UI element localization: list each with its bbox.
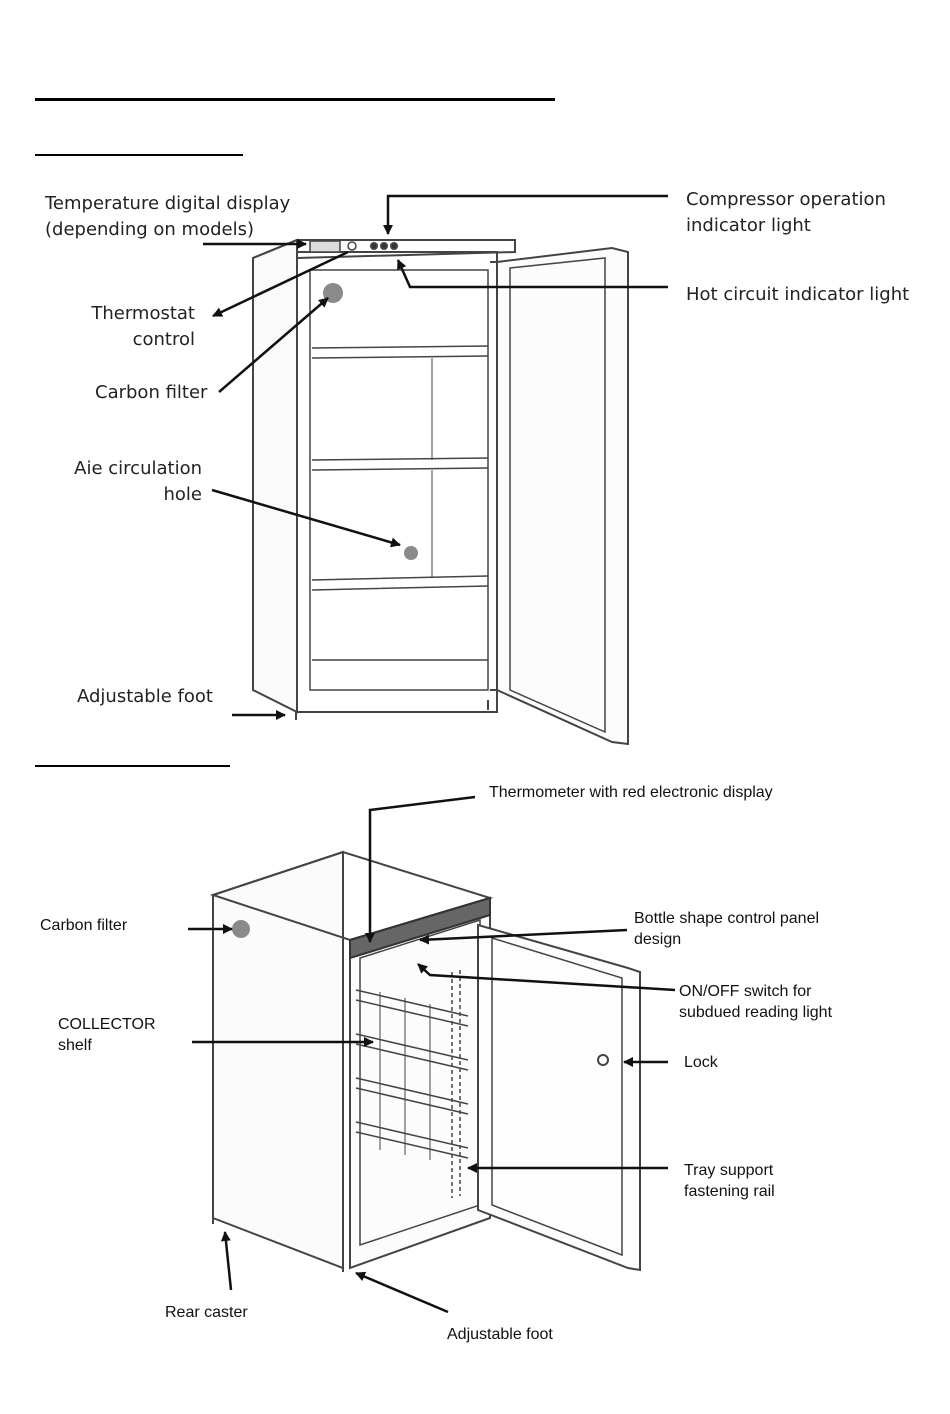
carbon-filter-dot-2 [232, 920, 250, 938]
arrows-1 [203, 194, 668, 720]
label-adjustable-foot-1: Adjustable foot [77, 686, 213, 707]
label-tray-rail: Tray support fastening rail [684, 1162, 775, 1200]
title-rule [35, 98, 555, 101]
section1-rule [35, 154, 243, 156]
label-adjustable-foot-2: Adjustable foot [447, 1326, 553, 1343]
label-thermostat-control: Thermostat control [91, 303, 195, 350]
label-carbon-filter-1: Carbon filter [95, 382, 208, 403]
arrows-2 [188, 795, 676, 1314]
label-carbon-filter-2: Carbon filter [40, 917, 128, 934]
label-onoff-switch: ON/OFF switch for subdued reading light [679, 983, 833, 1021]
lock-dot [597, 1054, 609, 1066]
label-compressor-light: Compressor operation indicator light [686, 189, 886, 236]
section2-rule [35, 765, 230, 767]
cabinet-2 [209, 850, 641, 1272]
label-rear-caster: Rear caster [165, 1304, 248, 1321]
air-hole-dot [404, 546, 418, 560]
label-thermometer: Thermometer with red electronic display [489, 784, 773, 801]
label-bottle-panel: Bottle shape control panel design [634, 910, 820, 948]
label-hot-circuit-light: Hot circuit indicator light [686, 284, 910, 305]
label-air-circulation-hole: Aie circulation hole [74, 458, 202, 505]
label-collector-shelf: COLLECTOR shelf [58, 1016, 156, 1054]
cabinet-1 [252, 238, 629, 746]
label-lock: Lock [684, 1054, 718, 1071]
label-temperature-display: Temperature digital display (depending o… [45, 193, 291, 240]
